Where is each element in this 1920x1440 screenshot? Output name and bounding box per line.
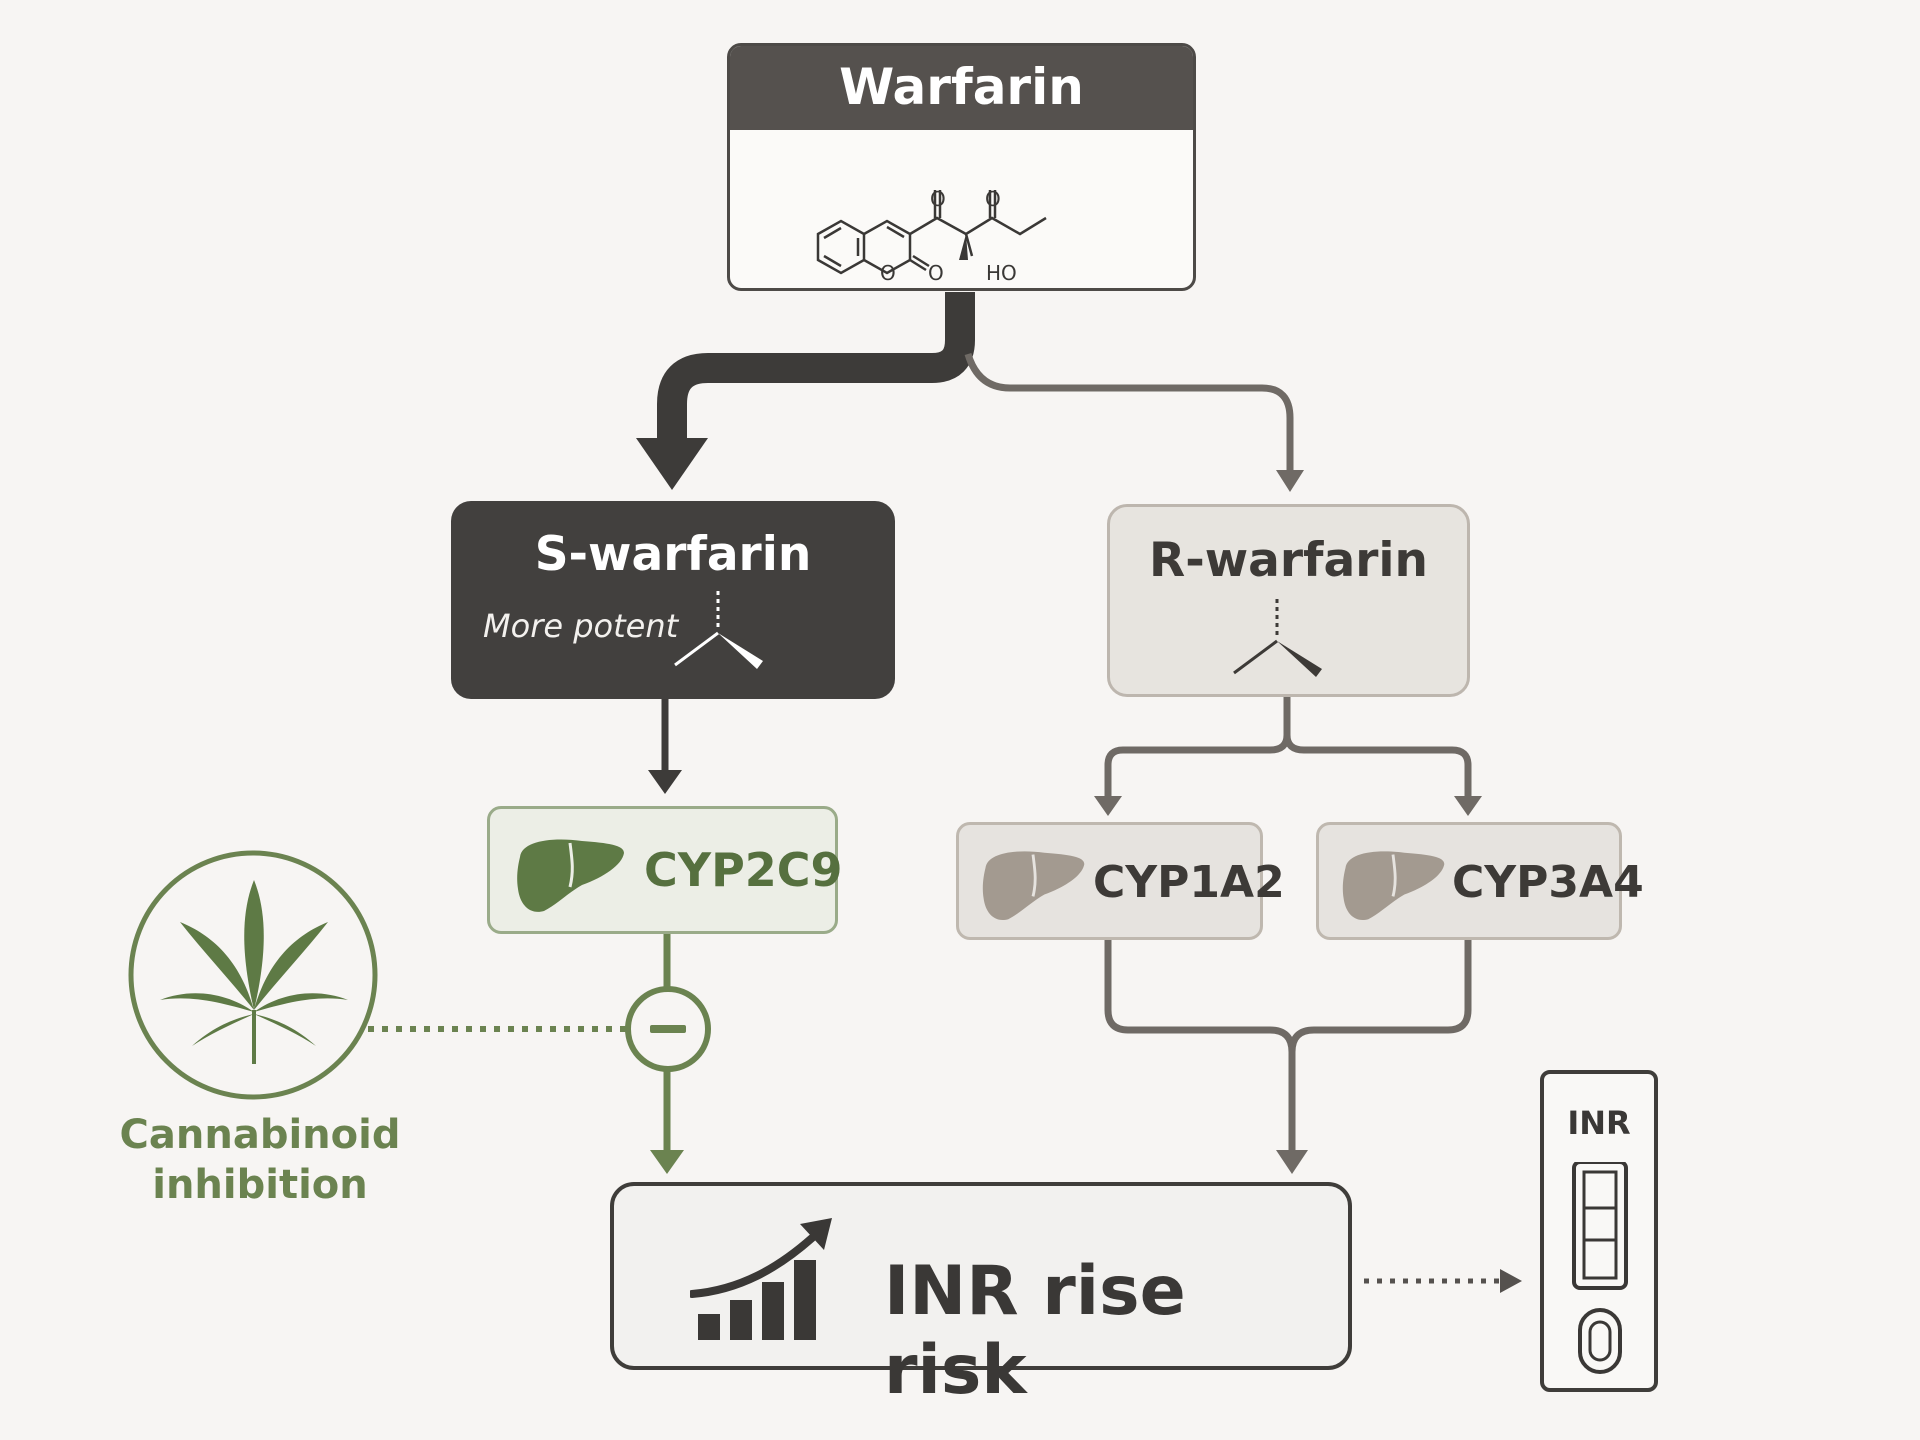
s-warfarin-box: S-warfarin More potent <box>451 501 895 699</box>
cyp3a4-box: CYP3A4 <box>1316 822 1644 940</box>
atom-label-o1: O <box>930 187 946 211</box>
atom-label-o-ring: O <box>880 261 896 285</box>
cannabinoid-inhibition-label: Cannabinoid inhibition <box>110 1110 410 1210</box>
cyp3a4-label: CYP3A4 <box>1452 857 1644 908</box>
s-warfarin-title: S-warfarin <box>534 527 812 582</box>
cyp2c9-label: CYP2C9 <box>644 843 843 897</box>
atom-label-o-carbonyl: O <box>928 261 944 285</box>
arrow-warfarin-to-s <box>636 292 975 490</box>
warfarin-box: Warfarin O O O O HO <box>727 43 1196 291</box>
cannabinoid-label-line1: Cannabinoid <box>119 1112 401 1158</box>
arrow-r-to-cyp-split <box>1094 697 1482 816</box>
r-warfarin-title: R-warfarin <box>1149 533 1428 588</box>
arrow-warfarin-to-r <box>964 352 1304 492</box>
stereocenter-icon <box>1233 599 1322 677</box>
atom-label-ho: HO <box>986 261 1017 285</box>
liver-icon <box>1342 851 1445 921</box>
cyp2c9-box: CYP2C9 <box>487 806 843 934</box>
liver-icon <box>982 851 1085 921</box>
inr-test-device: INR <box>1540 1070 1658 1392</box>
cyp1a2-box: CYP1A2 <box>956 822 1285 940</box>
cannabis-leaf-icon <box>128 850 378 1100</box>
atom-label-o2: O <box>985 187 1001 211</box>
inr-rise-risk-box: INR rise risk <box>610 1182 1352 1410</box>
s-warfarin-note: More potent <box>483 607 679 645</box>
cyp1a2-label: CYP1A2 <box>1093 857 1285 908</box>
arrow-cyp-merge-to-risk <box>1104 940 1472 1174</box>
bar-chart-rising-icon <box>690 1218 832 1340</box>
warfarin-structure-icon: O O O O HO <box>816 187 1047 285</box>
warfarin-header: Warfarin <box>730 46 1193 130</box>
arrow-cyp2c9-to-risk <box>650 934 684 1174</box>
r-warfarin-box: R-warfarin <box>1107 504 1470 697</box>
test-strip-icon <box>1572 1162 1628 1374</box>
arrow-s-to-cyp2c9 <box>648 699 682 794</box>
inr-rise-risk-label: INR rise risk <box>884 1252 1186 1410</box>
inr-device-label: INR <box>1567 1104 1631 1142</box>
warfarin-title: Warfarin <box>839 58 1084 116</box>
liver-icon <box>517 839 624 912</box>
cannabinoid-label-line2: inhibition <box>152 1162 368 1208</box>
minus-icon <box>625 986 711 1072</box>
risk-to-device-dotted-arrow <box>1364 1269 1522 1293</box>
stereocenter-icon <box>674 591 763 669</box>
